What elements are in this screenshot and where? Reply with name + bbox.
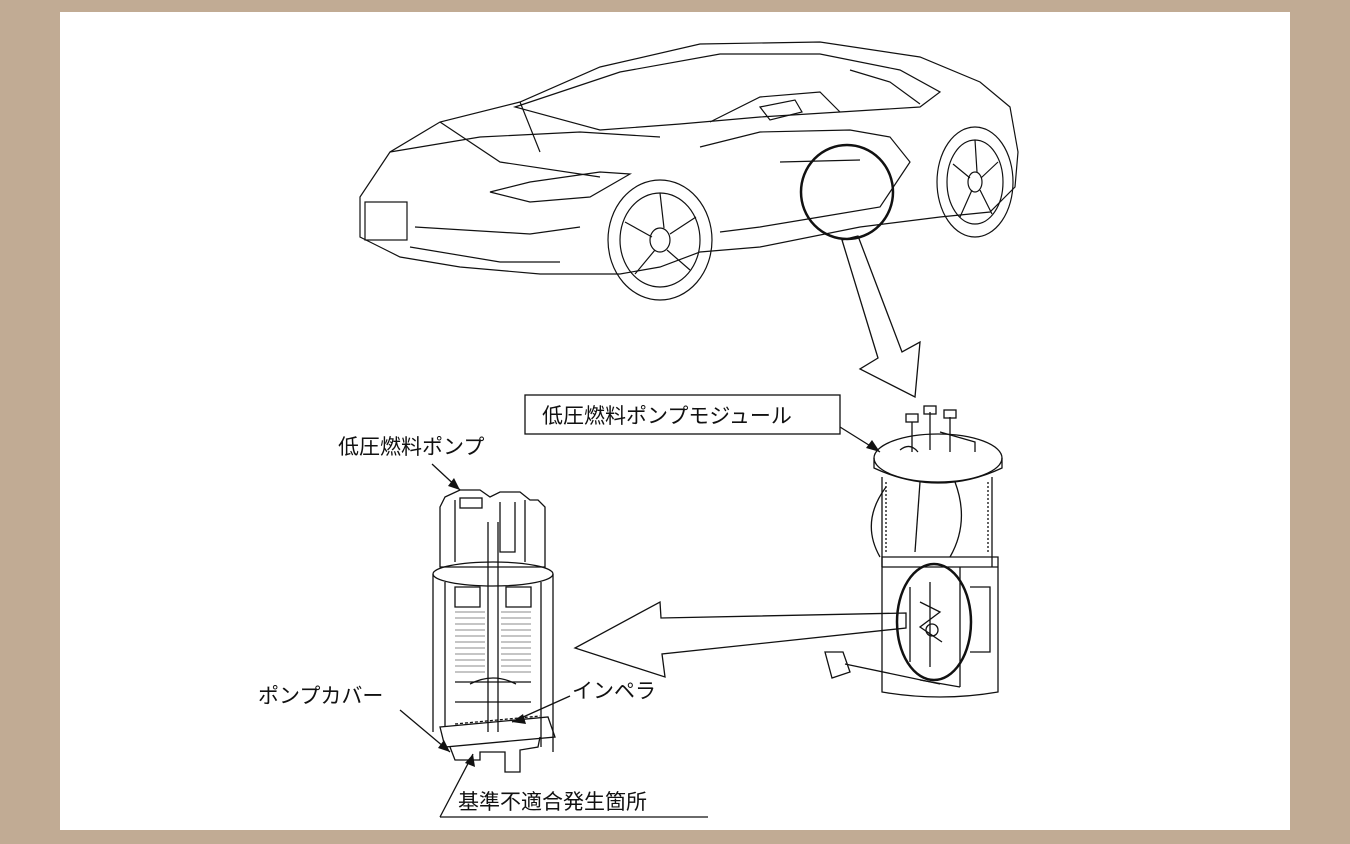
module-label: 低圧燃料ポンプモジュール xyxy=(542,404,792,428)
low-pressure-fuel-pump-illustration xyxy=(432,489,556,773)
pump-leader-arrowhead xyxy=(448,478,460,490)
module-detail-ellipse xyxy=(895,562,973,682)
car-to-module-arrow xyxy=(841,235,921,399)
defect-leader-arrowhead xyxy=(465,754,475,767)
car-illustration xyxy=(359,41,1019,301)
diagram-canvas: 低圧燃料ポンプモジュール 低圧燃料ポン xyxy=(60,12,1290,830)
pump-label: 低圧燃料ポンプ xyxy=(338,435,484,459)
fuel-pump-module-illustration xyxy=(824,405,1003,698)
pump-cover-label: ポンプカバー xyxy=(258,684,383,708)
module-label-box xyxy=(524,394,841,435)
defect-leader-line xyxy=(439,753,474,818)
module-leader-arrowhead xyxy=(866,440,880,452)
impeller-label: インペラ xyxy=(572,679,656,703)
pump-cover-leader-arrowhead xyxy=(438,740,450,752)
impeller-leader-arrowhead xyxy=(512,714,526,724)
car-detail-circle xyxy=(799,143,895,241)
diagram-svg: 低圧燃料ポンプモジュール 低圧燃料ポン xyxy=(258,41,1019,818)
module-to-pump-arrow xyxy=(573,600,907,678)
defect-location-label: 基準不適合発生箇所 xyxy=(458,790,647,814)
